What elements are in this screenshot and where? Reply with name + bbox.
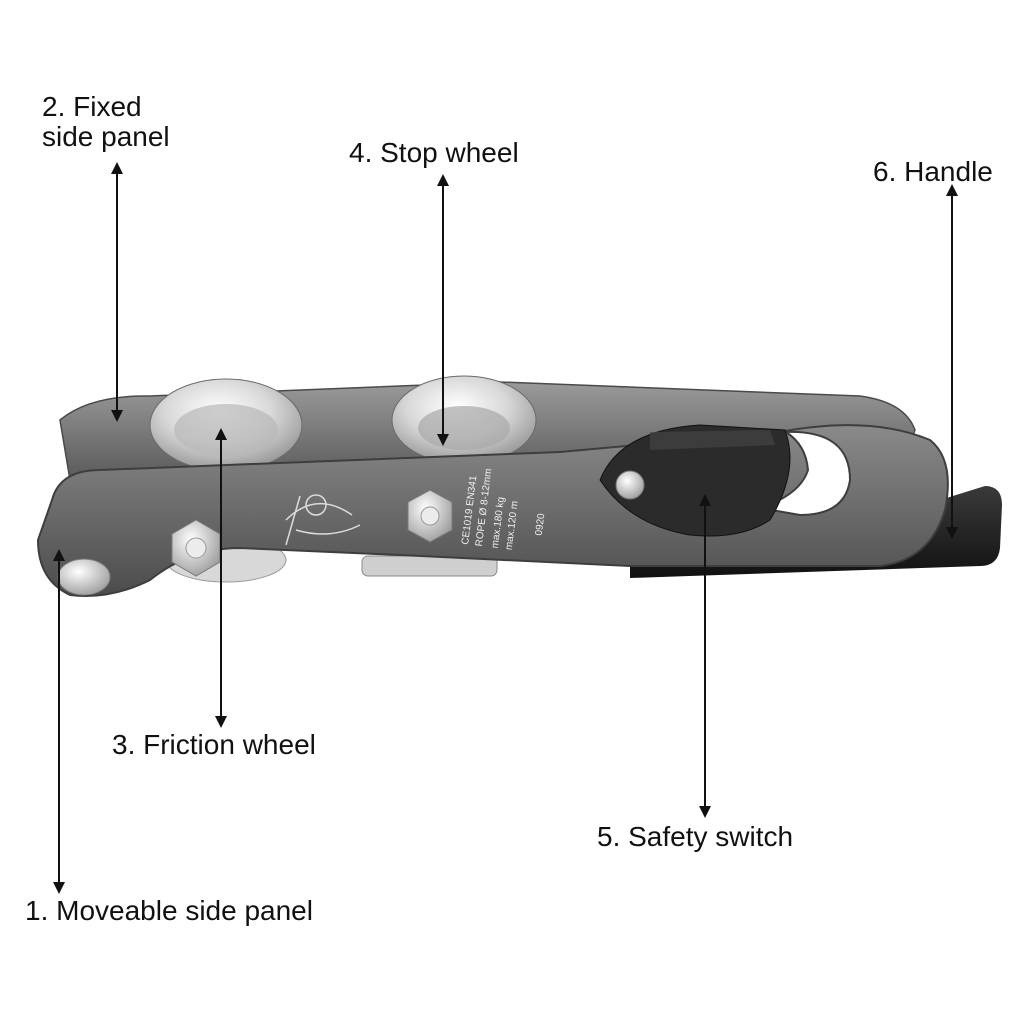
label-safety-switch: 5. Safety switch: [597, 821, 794, 852]
engraving-serial: 0920: [534, 512, 548, 536]
rope-descender-device: CE1019 EN341 ROPE Ø 8-12mm max.180 kg ma…: [36, 375, 1002, 597]
switch-rivet: [615, 470, 645, 500]
friction-wheel-bolt: [171, 519, 221, 577]
label-fixed-side-panel: 2. Fixed side panel: [42, 92, 170, 152]
stop-wheel-bolt: [407, 489, 453, 543]
callout-arrows: [53, 162, 958, 894]
label-fixed-side-panel-line2: side panel: [42, 121, 170, 152]
label-friction-wheel: 3. Friction wheel: [112, 729, 316, 760]
label-moveable-side-panel: 1. Moveable side panel: [25, 895, 313, 926]
hook-opening: [759, 430, 852, 517]
label-fixed-side-panel-line1: 2. Fixed: [42, 91, 142, 122]
label-handle: 6. Handle: [873, 156, 993, 187]
label-stop-wheel: 4. Stop wheel: [349, 137, 519, 168]
pivot-pin: [57, 558, 111, 596]
stop-wheel: [391, 375, 537, 465]
climber-logo-icon: [285, 494, 361, 546]
